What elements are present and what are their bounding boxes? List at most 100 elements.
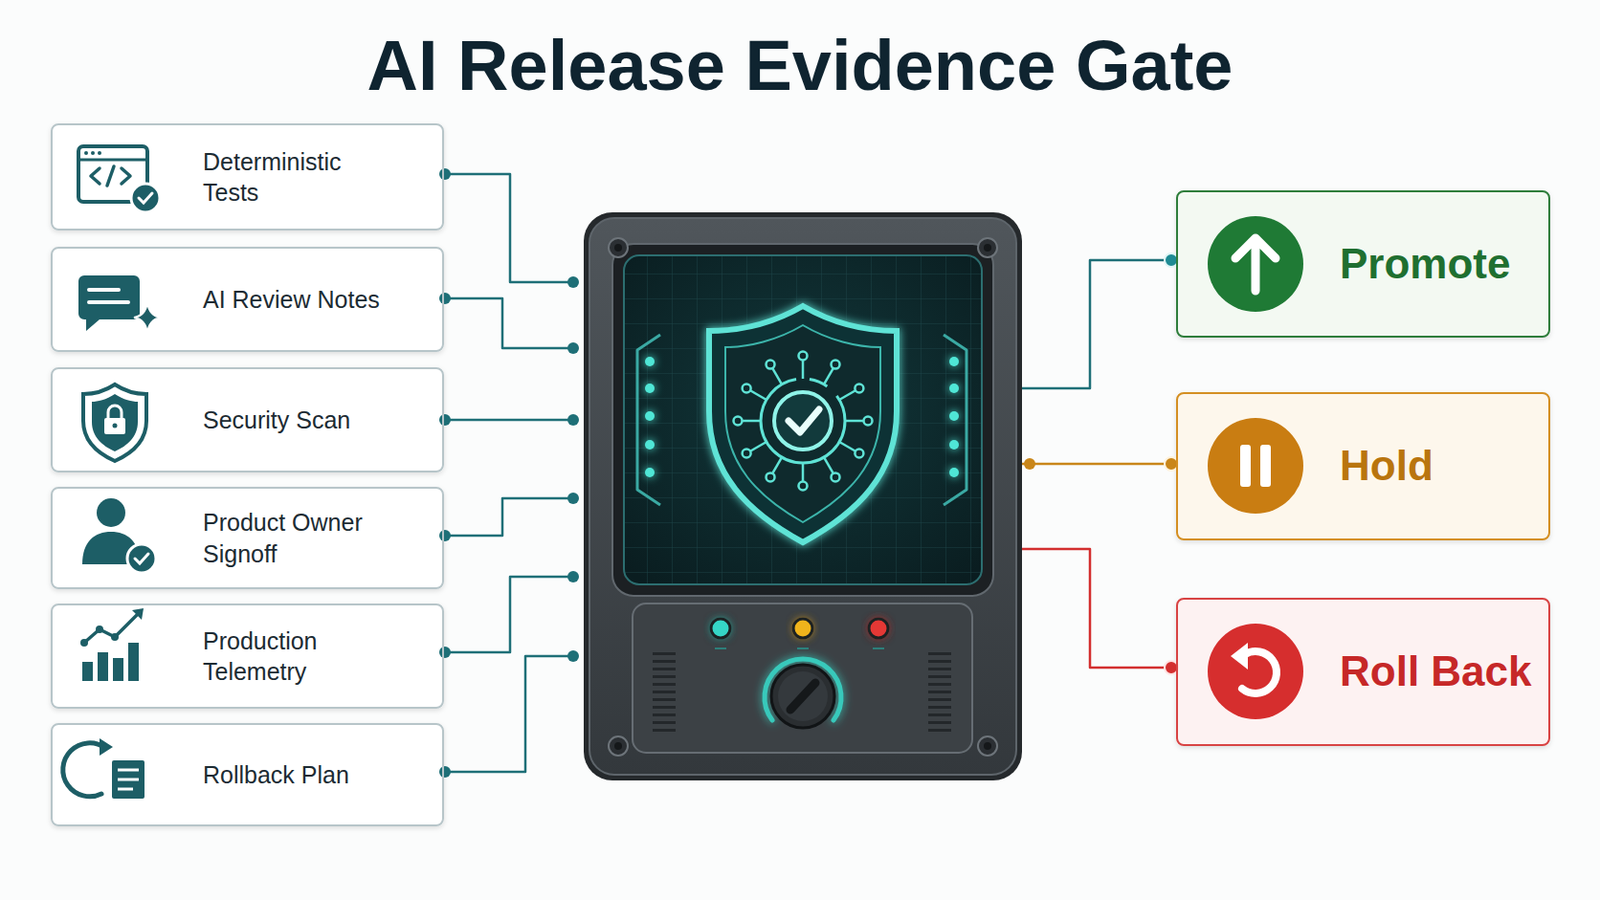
circuit-emblem — [772, 457, 782, 474]
rollback-plan-icon — [111, 759, 146, 800]
check-mark — [774, 392, 832, 450]
wire-dot — [439, 168, 451, 180]
person-check-icon — [82, 498, 156, 574]
evidence-box: Security Scan — [50, 367, 445, 473]
indicator-dash — [872, 647, 885, 650]
box-ground — [50, 603, 445, 710]
box-ground — [50, 723, 445, 827]
box-ground — [50, 123, 1551, 827]
evidence-box: Product Owner Signoff — [50, 487, 445, 590]
selector-knob — [777, 671, 828, 722]
evidence-box: Rollback Plan — [50, 723, 445, 827]
led-bracket — [943, 334, 967, 506]
circuit-emblem — [801, 359, 805, 379]
input-wire — [444, 577, 572, 653]
chat-note-icon — [133, 302, 161, 334]
code-window-icon — [97, 151, 102, 156]
rollback-icon — [1230, 643, 1248, 670]
indicator-light — [711, 619, 731, 639]
output-wire — [1022, 463, 1172, 467]
circuit-emblem — [750, 442, 767, 452]
person-check-icon — [134, 554, 149, 564]
box-ground — [50, 123, 445, 231]
wire-dot — [567, 342, 579, 355]
decision-box: Roll Back — [1176, 598, 1551, 747]
shield-emblem — [709, 306, 897, 543]
chat-note-icon — [78, 275, 140, 332]
telemetry-chart-icon — [112, 658, 124, 682]
output-wire — [1022, 260, 1172, 668]
evidence-label: AI Review Notes — [202, 284, 380, 316]
rollback-plan-icon — [117, 770, 139, 790]
wire-dot — [567, 650, 579, 663]
telemetry-chart-icon — [128, 643, 139, 682]
wire-dot — [567, 414, 579, 426]
selector-knob — [771, 665, 835, 729]
status-led — [644, 356, 655, 367]
shield-lock-icon — [83, 384, 147, 462]
telemetry-chart-icon — [95, 625, 104, 634]
status-led — [644, 383, 655, 394]
evidence-label: Rollback Plan — [202, 759, 350, 792]
hold-icon — [1207, 418, 1304, 514]
wire-dot — [439, 168, 579, 778]
decision-label: Roll Back — [1339, 648, 1533, 695]
selector-knob — [790, 683, 816, 711]
panel-screw — [608, 238, 628, 258]
rollback-plan-icon — [63, 743, 106, 798]
gate-panel — [583, 212, 1023, 781]
input-wire — [444, 498, 572, 536]
shield-lock-icon — [83, 384, 147, 462]
shield-lock-icon — [104, 418, 126, 435]
wire-dot — [439, 646, 451, 659]
check-mark — [774, 392, 832, 450]
circuit-emblem — [839, 390, 856, 400]
promote-icon — [1235, 238, 1276, 291]
evidence-box: Deterministic Tests — [50, 123, 445, 231]
screw-slot — [614, 244, 992, 751]
input-wire — [444, 174, 572, 283]
evidence-label: Security Scan — [202, 404, 351, 437]
input-wire — [444, 419, 572, 423]
circuit-emblem — [766, 472, 776, 482]
box-ground — [1176, 392, 1551, 541]
wire-dot — [1023, 253, 1178, 675]
decision-box: Promote — [1176, 190, 1551, 338]
gate-panel — [623, 255, 982, 585]
status-led — [949, 467, 959, 478]
control-panel — [928, 652, 952, 735]
circuit-emblem — [772, 368, 782, 385]
circuit-emblem — [831, 360, 841, 370]
box-ground — [50, 487, 445, 590]
wire-dot — [567, 492, 579, 505]
code-window-icon — [131, 183, 160, 213]
wire-dot — [567, 571, 579, 583]
screw-slot — [983, 742, 992, 751]
circuit-emblem — [760, 378, 845, 464]
code-window-icon — [90, 166, 131, 186]
evidence-box: Production Telemetry — [50, 603, 445, 710]
circuit-emblem — [801, 463, 805, 483]
shield-emblem — [725, 325, 881, 523]
wire-dot — [439, 414, 451, 426]
gate-panel — [623, 255, 982, 585]
circuit-emblem — [864, 417, 873, 426]
circuit-emblem — [823, 457, 834, 474]
evidence-label: Product Owner Signoff — [202, 507, 395, 570]
circuit-emblem — [831, 472, 841, 482]
panel-screw — [608, 238, 998, 756]
rollback-plan-icon — [99, 738, 113, 756]
telemetry-chart-icon — [80, 639, 89, 647]
shield-lock-icon — [91, 394, 138, 452]
screw-slot — [983, 244, 992, 252]
code-window-icon — [90, 151, 95, 156]
promote-icon — [1207, 216, 1304, 312]
indicator-light — [868, 619, 889, 639]
status-led — [949, 440, 959, 450]
telemetry-chart-icon — [132, 608, 144, 621]
circuit-emblem — [854, 384, 864, 394]
rollback-icon — [1207, 623, 1304, 720]
input-wire — [444, 298, 572, 349]
input-wire — [444, 174, 572, 773]
